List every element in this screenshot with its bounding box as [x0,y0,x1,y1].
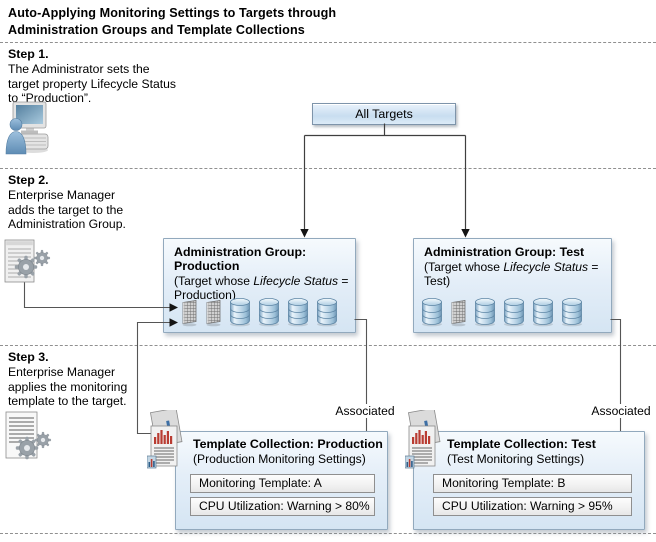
database-cylinder-icon [287,297,309,327]
admin-group-production-title: Administration Group: Production [174,245,307,273]
step-2-line: Enterprise Manager [8,188,116,203]
separator-line-2 [0,168,656,169]
database-cylinder-icon [316,297,338,327]
target-grid-icon [182,300,197,327]
step-1-line: The Administrator sets the [8,62,150,77]
database-cylinder-icon [503,297,525,327]
step-2-label: Step 2. [8,173,49,187]
step-3-line: applies the monitoring [8,379,128,394]
separator-line-1 [0,42,656,43]
template-collection-test-title: Template Collection: Test [447,437,596,451]
document-gears-icon [5,411,52,460]
administrator-at-computer-icon [5,101,49,155]
page-title-line1: Auto-Applying Monitoring Settings to Tar… [8,6,337,20]
target-grid-icon [206,300,221,327]
chart-documents-icon [147,410,183,469]
cpu-utilization-80-label: CPU Utilization: Warning > 80% [199,499,370,513]
admin-group-production-subtitle-line2: Production) [174,288,236,303]
database-cylinder-icon [229,297,251,327]
template-collection-test-subtitle: (Test Monitoring Settings) [447,451,585,466]
target-grid-icon [451,300,466,327]
template-collection-production-subtitle: (Production Monitoring Settings) [193,451,366,466]
associated-label-test: Associated [588,404,654,418]
panel-gears-icon [4,239,51,283]
page-title-line2: Administration Groups and Template Colle… [8,22,305,37]
arrow-down-icon [461,229,470,238]
associated-label-production: Associated [332,404,398,418]
step-1-text: Step 1. The Administrator sets the targe… [8,47,176,105]
database-cylinder-icon [474,297,496,327]
step-2-text: Step 2. Enterprise Manager adds the targ… [8,173,126,231]
step-1-line: to “Production”. [8,90,92,105]
database-cylinder-icon [421,297,443,327]
admin-group-production-subtitle: (Target whose Lifecycle Status = [174,274,349,288]
monitoring-template-a-label: Monitoring Template: A [199,476,322,490]
admin-group-production-members [181,297,338,327]
step-3-line: Enterprise Manager [8,365,116,380]
step-2-line: Administration Group. [8,216,126,231]
cpu-utilization-95-label: CPU Utilization: Warning > 95% [442,499,613,513]
cpu-utilization-row: CPU Utilization: Warning > 80% [190,497,375,516]
step-2-line: adds the target to the [8,202,124,217]
database-cylinder-icon [258,297,280,327]
monitoring-template-row: Monitoring Template: A [190,474,375,493]
separator-line-4 [0,533,656,534]
all-targets-label: All Targets [355,107,413,121]
step-3-text: Step 3. Enterprise Manager applies the m… [8,350,127,408]
separator-line-3 [0,345,656,346]
admin-group-test-subtitle: (Target whose Lifecycle Status = [424,260,599,274]
chart-documents-icon [405,410,441,469]
template-collection-production-title: Template Collection: Production [193,437,383,451]
arrow-down-icon [300,229,309,238]
all-targets-box: All Targets [312,103,456,125]
step-3-line: template to the target. [8,393,127,408]
admin-group-test-title: Administration Group: Test [424,245,585,259]
monitoring-template-row: Monitoring Template: B [433,474,632,493]
step-3-label: Step 3. [8,350,49,364]
step-1-label: Step 1. [8,47,49,61]
admin-group-test-members [421,297,583,327]
monitoring-template-b-label: Monitoring Template: B [442,476,566,490]
step-1-line: target property Lifecycle Status [8,76,177,91]
cpu-utilization-row: CPU Utilization: Warning > 95% [433,497,632,516]
database-cylinder-icon [532,297,554,327]
page-title: Auto-Applying Monitoring Settings to Tar… [8,5,336,38]
database-cylinder-icon [561,297,583,327]
admin-group-test-subtitle-line2: Test) [424,274,451,289]
